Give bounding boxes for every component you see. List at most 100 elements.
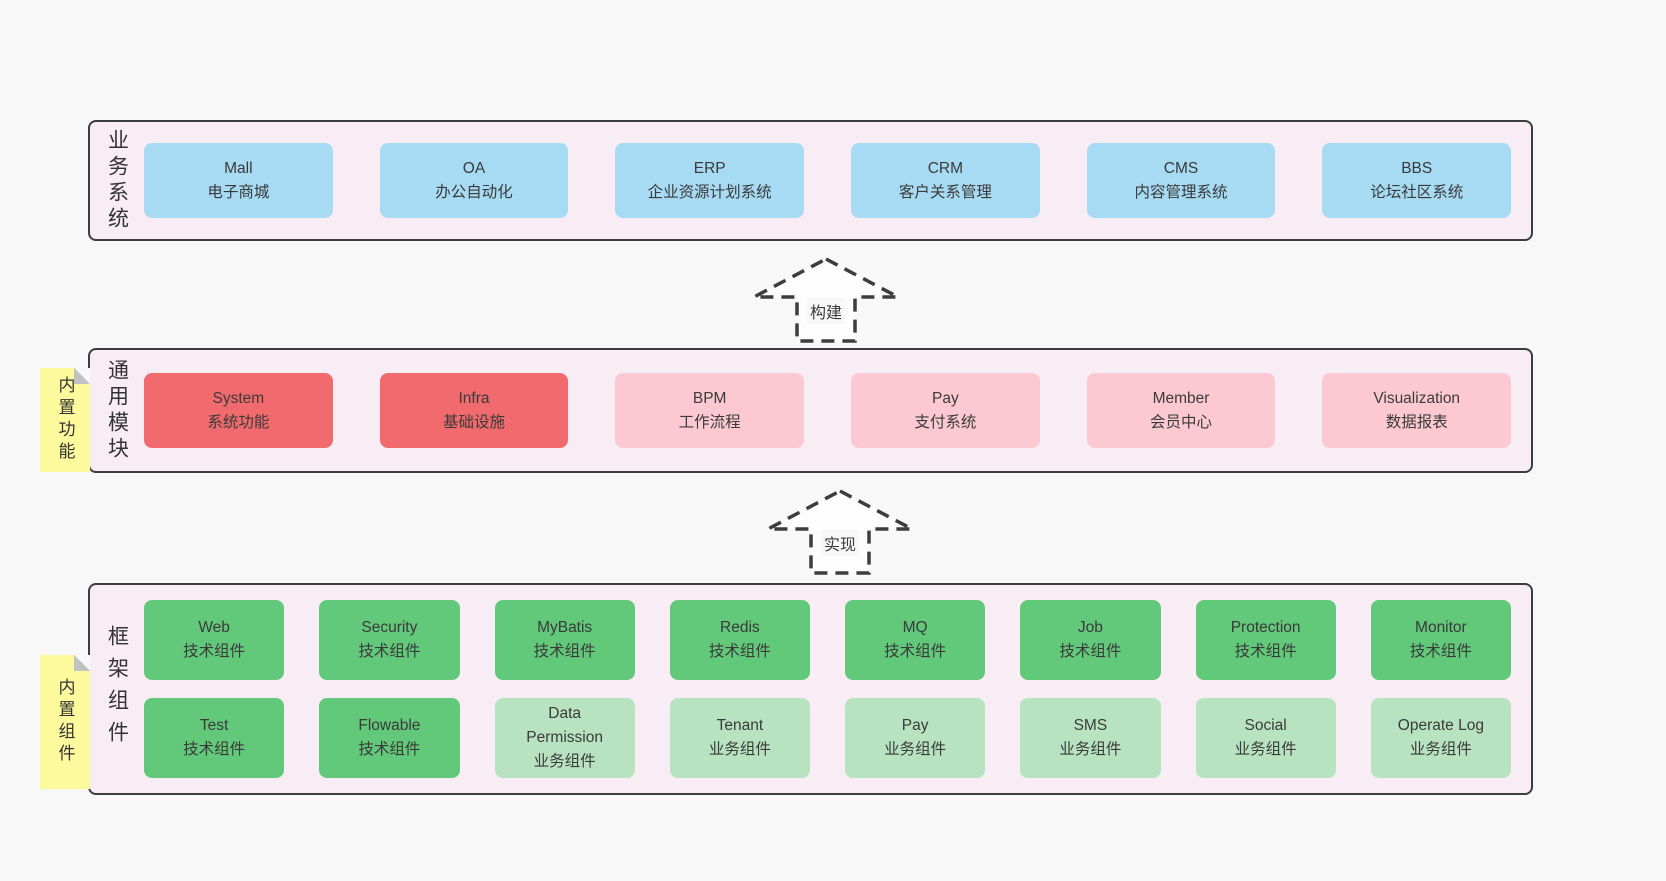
layer-business-label: 业务系统 (90, 122, 144, 239)
box-title: BPM (692, 389, 727, 407)
layer-modules-label-text: 通用模块 (105, 358, 129, 463)
box-title: Mall (224, 159, 253, 177)
box-title: Data Permission (526, 705, 603, 746)
box-member: Member 会员中心 (1086, 373, 1276, 448)
box-erp: ERP 企业资源计划系统 (615, 143, 805, 218)
box-tenant: Tenant 业务组件 (669, 698, 810, 778)
box-title: Social (1244, 717, 1287, 734)
box-flowable: Flowable 技术组件 (319, 698, 460, 778)
box-bpm: BPM 工作流程 (615, 373, 805, 448)
box-crm: CRM 客户关系管理 (851, 143, 1040, 218)
box-monitor: Monitor 技术组件 (1370, 600, 1511, 680)
box-title: Test (199, 717, 229, 734)
box-subtitle: 业务组件 (1409, 741, 1472, 758)
box-subtitle: 企业资源计划系统 (647, 183, 772, 201)
box-title: Job (1077, 619, 1103, 636)
box-title: Pay (901, 717, 929, 734)
box-title: SMS (1073, 717, 1108, 734)
box-title: Member (1152, 389, 1210, 407)
box-subtitle: 技术组件 (1234, 643, 1297, 660)
box-subtitle: 客户关系管理 (898, 183, 992, 201)
layer-components-label: 框架组件 (90, 585, 144, 793)
box-mybatis: MyBatis 技术组件 (494, 600, 635, 680)
box-title: Flowable (358, 717, 421, 734)
box-subtitle: 会员中心 (1150, 413, 1213, 431)
arrow-build-label: 构建 (806, 298, 846, 324)
box-subtitle: 工作流程 (678, 413, 741, 431)
box-subtitle: 业务组件 (533, 753, 596, 770)
box-subtitle: 电子商城 (207, 183, 270, 201)
box-system: System 系统功能 (144, 373, 333, 448)
box-title: CMS (1163, 159, 1199, 177)
box-subtitle: 技术组件 (1409, 643, 1472, 660)
box-subtitle: 办公自动化 (435, 183, 513, 201)
box-subtitle: 业务组件 (1234, 741, 1297, 758)
box-title: Web (198, 619, 230, 636)
box-social: Social 业务组件 (1195, 698, 1336, 778)
box-mall: Mall 电子商城 (144, 143, 333, 218)
box-mq: MQ 技术组件 (845, 600, 986, 680)
box-subtitle: 内容管理系统 (1134, 183, 1228, 201)
box-subtitle: 业务组件 (884, 741, 947, 758)
layer-components-label-text: 框架组件 (105, 625, 129, 753)
box-security: Security 技术组件 (319, 600, 460, 680)
sticky-note-built-in-features: 内置功能 (40, 368, 90, 472)
arrow-implement-label: 实现 (820, 530, 860, 556)
box-title: ERP (693, 159, 726, 177)
layer-business-label-text: 业务系统 (105, 128, 129, 233)
box-subtitle: 技术组件 (183, 643, 246, 660)
box-title: System (212, 389, 265, 407)
box-subtitle: 业务组件 (708, 741, 771, 758)
box-subtitle: 数据报表 (1385, 413, 1448, 431)
box-web: Web 技术组件 (144, 600, 285, 680)
box-subtitle: 支付系统 (914, 413, 977, 431)
box-title: Pay (931, 389, 959, 407)
box-subtitle: 技术组件 (358, 643, 421, 660)
box-subtitle: 技术组件 (1059, 643, 1122, 660)
box-title: Security (361, 619, 418, 636)
arrow-build: 构建 (751, 256, 901, 344)
box-pay: Pay 业务组件 (845, 698, 986, 778)
box-subtitle: 技术组件 (358, 741, 421, 758)
box-title: Monitor (1415, 619, 1467, 636)
box-data-permission: Data Permission 业务组件 (494, 698, 635, 778)
box-subtitle: 技术组件 (884, 643, 947, 660)
box-title: MyBatis (537, 619, 593, 636)
box-title: Redis (720, 619, 760, 636)
box-title: BBS (1401, 159, 1433, 177)
box-pay: Pay 支付系统 (851, 373, 1040, 448)
sticky-note-text: 内置功能 (55, 376, 75, 464)
sticky-note-text: 内置组件 (55, 678, 75, 766)
layer-modules-label: 通用模块 (90, 350, 144, 471)
box-protection: Protection 技术组件 (1195, 600, 1336, 680)
box-title: Tenant (716, 717, 764, 734)
box-job: Job 技术组件 (1020, 600, 1161, 680)
box-title: CRM (927, 159, 963, 177)
box-title: Protection (1230, 619, 1301, 636)
box-sms: SMS 业务组件 (1020, 698, 1161, 778)
box-subtitle: 技术组件 (708, 643, 771, 660)
box-subtitle: 业务组件 (1059, 741, 1122, 758)
sticky-note-built-in-components: 内置组件 (40, 655, 90, 789)
box-cms: CMS 内容管理系统 (1086, 143, 1276, 218)
box-title: MQ (902, 619, 928, 636)
box-test: Test 技术组件 (144, 698, 285, 778)
box-subtitle: 系统功能 (207, 413, 270, 431)
box-subtitle: 技术组件 (183, 741, 246, 758)
box-redis: Redis 技术组件 (669, 600, 810, 680)
box-subtitle: 技术组件 (533, 643, 596, 660)
